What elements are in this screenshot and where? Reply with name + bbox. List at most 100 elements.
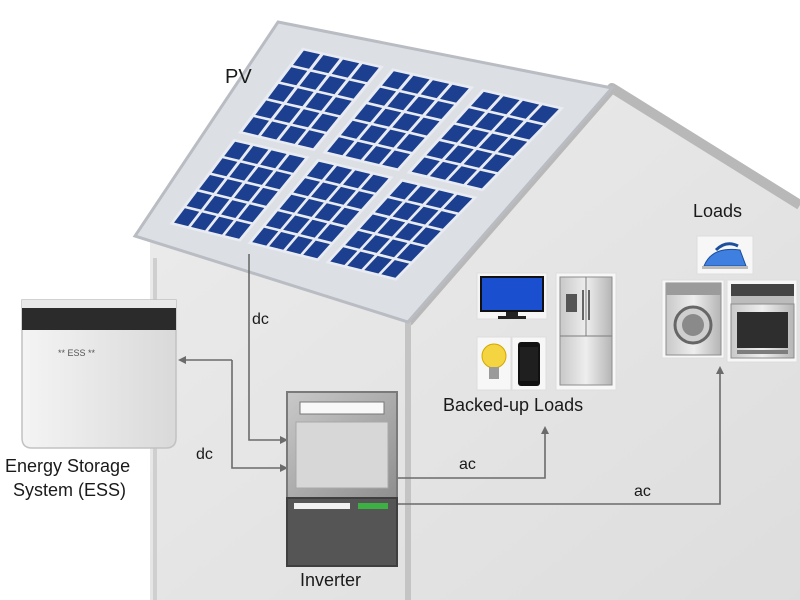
ess-unit <box>21 299 177 449</box>
inverter-panel <box>295 421 389 489</box>
refrigerator-icon <box>555 272 617 391</box>
solar-cell <box>479 133 509 152</box>
solar-cell <box>374 198 403 216</box>
stove-oven-icon <box>726 279 798 363</box>
solar-cell <box>269 232 296 250</box>
solar-cell <box>364 255 392 274</box>
solar-cell <box>387 92 416 111</box>
inverter-base <box>286 497 398 567</box>
solar-cell <box>251 187 278 206</box>
solar-cell <box>307 161 334 180</box>
solar-cell <box>191 212 217 231</box>
solar-cell <box>340 120 369 139</box>
solar-cell <box>351 64 379 83</box>
solar-cell <box>382 71 410 90</box>
backed-up-loads-label: Backed-up Loads <box>443 395 584 415</box>
solar-cell <box>330 247 358 265</box>
ess-top-cap <box>22 300 176 308</box>
solar-cell <box>360 214 388 233</box>
solar-cell <box>267 83 295 102</box>
solar-cell <box>260 150 287 169</box>
solar-cell <box>392 113 421 132</box>
solar-cell <box>426 141 455 159</box>
dc-label-ess: dc <box>196 446 213 463</box>
solar-cell <box>425 101 455 119</box>
solar-cell <box>292 109 320 128</box>
ess-badge: ** ESS ** <box>58 348 96 358</box>
solar-cell <box>482 154 512 173</box>
solar-panel-4 <box>169 138 310 242</box>
solar-cell <box>445 145 474 164</box>
solar-cell <box>337 80 366 99</box>
loads-group <box>661 235 798 363</box>
solar-cell <box>327 137 355 156</box>
pv-label: PV <box>225 66 252 88</box>
ac-wire-loads <box>398 366 724 505</box>
solar-cell <box>429 161 459 180</box>
solar-cell <box>471 91 500 110</box>
solar-cell <box>466 170 496 189</box>
solar-cell <box>286 88 314 107</box>
inverter-status-led <box>358 503 388 509</box>
solar-cell <box>332 207 360 226</box>
solar-cell <box>346 191 374 209</box>
wiring <box>178 254 724 505</box>
solar-cell <box>343 170 371 189</box>
solar-cell <box>264 171 292 190</box>
solar-cell <box>363 146 392 164</box>
solar-cell <box>238 204 265 223</box>
solar-cell <box>347 251 375 270</box>
solar-cell <box>255 100 282 119</box>
solar-cell <box>280 67 308 86</box>
ess-label-line1: Energy Storage <box>5 456 131 476</box>
solar-cell <box>443 194 473 213</box>
solar-cell <box>345 230 373 249</box>
solar-cell <box>174 208 200 227</box>
solar-cell <box>317 224 345 242</box>
solar-cell <box>208 216 234 235</box>
solar-cell <box>221 200 247 218</box>
solar-cell <box>378 129 406 148</box>
solar-cell <box>297 199 324 217</box>
solar-cell <box>345 141 373 160</box>
solar-cell <box>242 117 269 136</box>
solar-cell <box>513 121 543 140</box>
solar-cell <box>318 76 346 95</box>
inverter-unit <box>286 391 398 567</box>
solar-cell <box>305 92 333 111</box>
solar-cell <box>311 113 339 132</box>
pv-dc-wire <box>248 254 288 444</box>
solar-cell <box>203 195 230 214</box>
solar-cell <box>463 149 493 168</box>
solar-cell <box>186 191 212 210</box>
pv-panels <box>169 47 565 281</box>
solar-cell <box>410 206 439 225</box>
solar-cell <box>328 186 356 205</box>
solar-cell <box>324 97 352 116</box>
solar-cell <box>278 154 305 173</box>
solar-cell <box>440 84 469 103</box>
solar-cell <box>286 236 313 255</box>
solar-cell <box>529 105 559 124</box>
solar-cell <box>312 55 340 74</box>
solar-panel-6 <box>325 178 478 281</box>
solar-cell <box>229 162 256 181</box>
solar-cell <box>242 146 269 164</box>
solar-cell <box>297 130 325 149</box>
solar-cell <box>411 117 440 136</box>
solar-cell <box>225 221 251 239</box>
solar-cell <box>325 166 353 184</box>
solar-cell <box>293 178 320 197</box>
solar-cell <box>261 121 288 140</box>
inverter-display <box>299 401 385 415</box>
solar-cell <box>389 181 418 200</box>
solar-cell <box>293 50 320 69</box>
solar-cell <box>361 174 389 193</box>
solar-cell <box>448 166 477 185</box>
clothes-iron-icon <box>696 235 754 275</box>
solar-cell <box>497 138 528 156</box>
solar-cell <box>362 235 390 253</box>
solar-cell <box>224 141 251 160</box>
solar-cell <box>392 202 421 221</box>
